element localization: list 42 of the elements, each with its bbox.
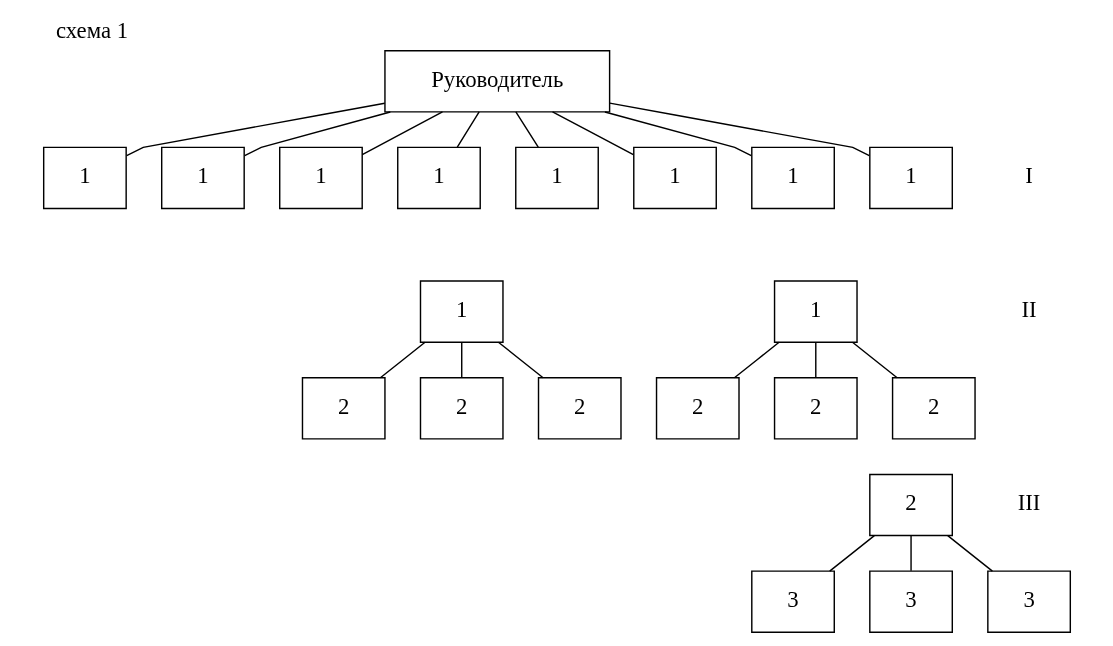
label: III: [1017, 490, 1040, 516]
node-box: 1: [42, 146, 127, 210]
node-box: 2: [301, 377, 386, 440]
connector: [608, 102, 870, 157]
connector: [851, 341, 898, 379]
connector: [828, 534, 875, 572]
node-box: 1: [514, 146, 599, 210]
connector: [460, 341, 462, 379]
node-box: 1: [278, 146, 363, 210]
label: II: [1021, 297, 1037, 323]
node-box: Руководитель: [383, 50, 610, 113]
connector: [497, 341, 544, 379]
node-box: 3: [750, 570, 835, 633]
node-box: 2: [655, 377, 740, 440]
node-box: 3: [986, 570, 1071, 633]
node-box: 1: [160, 146, 245, 210]
connector: [514, 111, 539, 148]
node-box: 2: [868, 473, 953, 537]
connector: [125, 102, 385, 157]
node-box: 1: [868, 146, 953, 210]
node-box: 3: [868, 570, 953, 633]
diagram-title: схема 1: [55, 17, 128, 43]
node-box: 1: [419, 280, 504, 343]
connector: [909, 534, 912, 572]
node-box: 2: [773, 377, 858, 440]
node-box: 2: [419, 377, 504, 440]
node-box: 1: [396, 146, 481, 210]
connector: [946, 534, 993, 572]
label: I: [1024, 163, 1033, 189]
node-box: 2: [537, 377, 622, 440]
connector: [551, 111, 634, 156]
connector: [379, 341, 426, 379]
connector: [814, 341, 816, 379]
node-box: 2: [891, 377, 976, 440]
connector: [243, 111, 391, 157]
connector: [603, 111, 752, 157]
connector: [361, 111, 443, 156]
connector: [456, 111, 480, 148]
node-box: 1: [773, 280, 858, 343]
node-box: 1: [632, 146, 717, 210]
node-box: 1: [750, 146, 835, 210]
connector: [733, 341, 780, 379]
